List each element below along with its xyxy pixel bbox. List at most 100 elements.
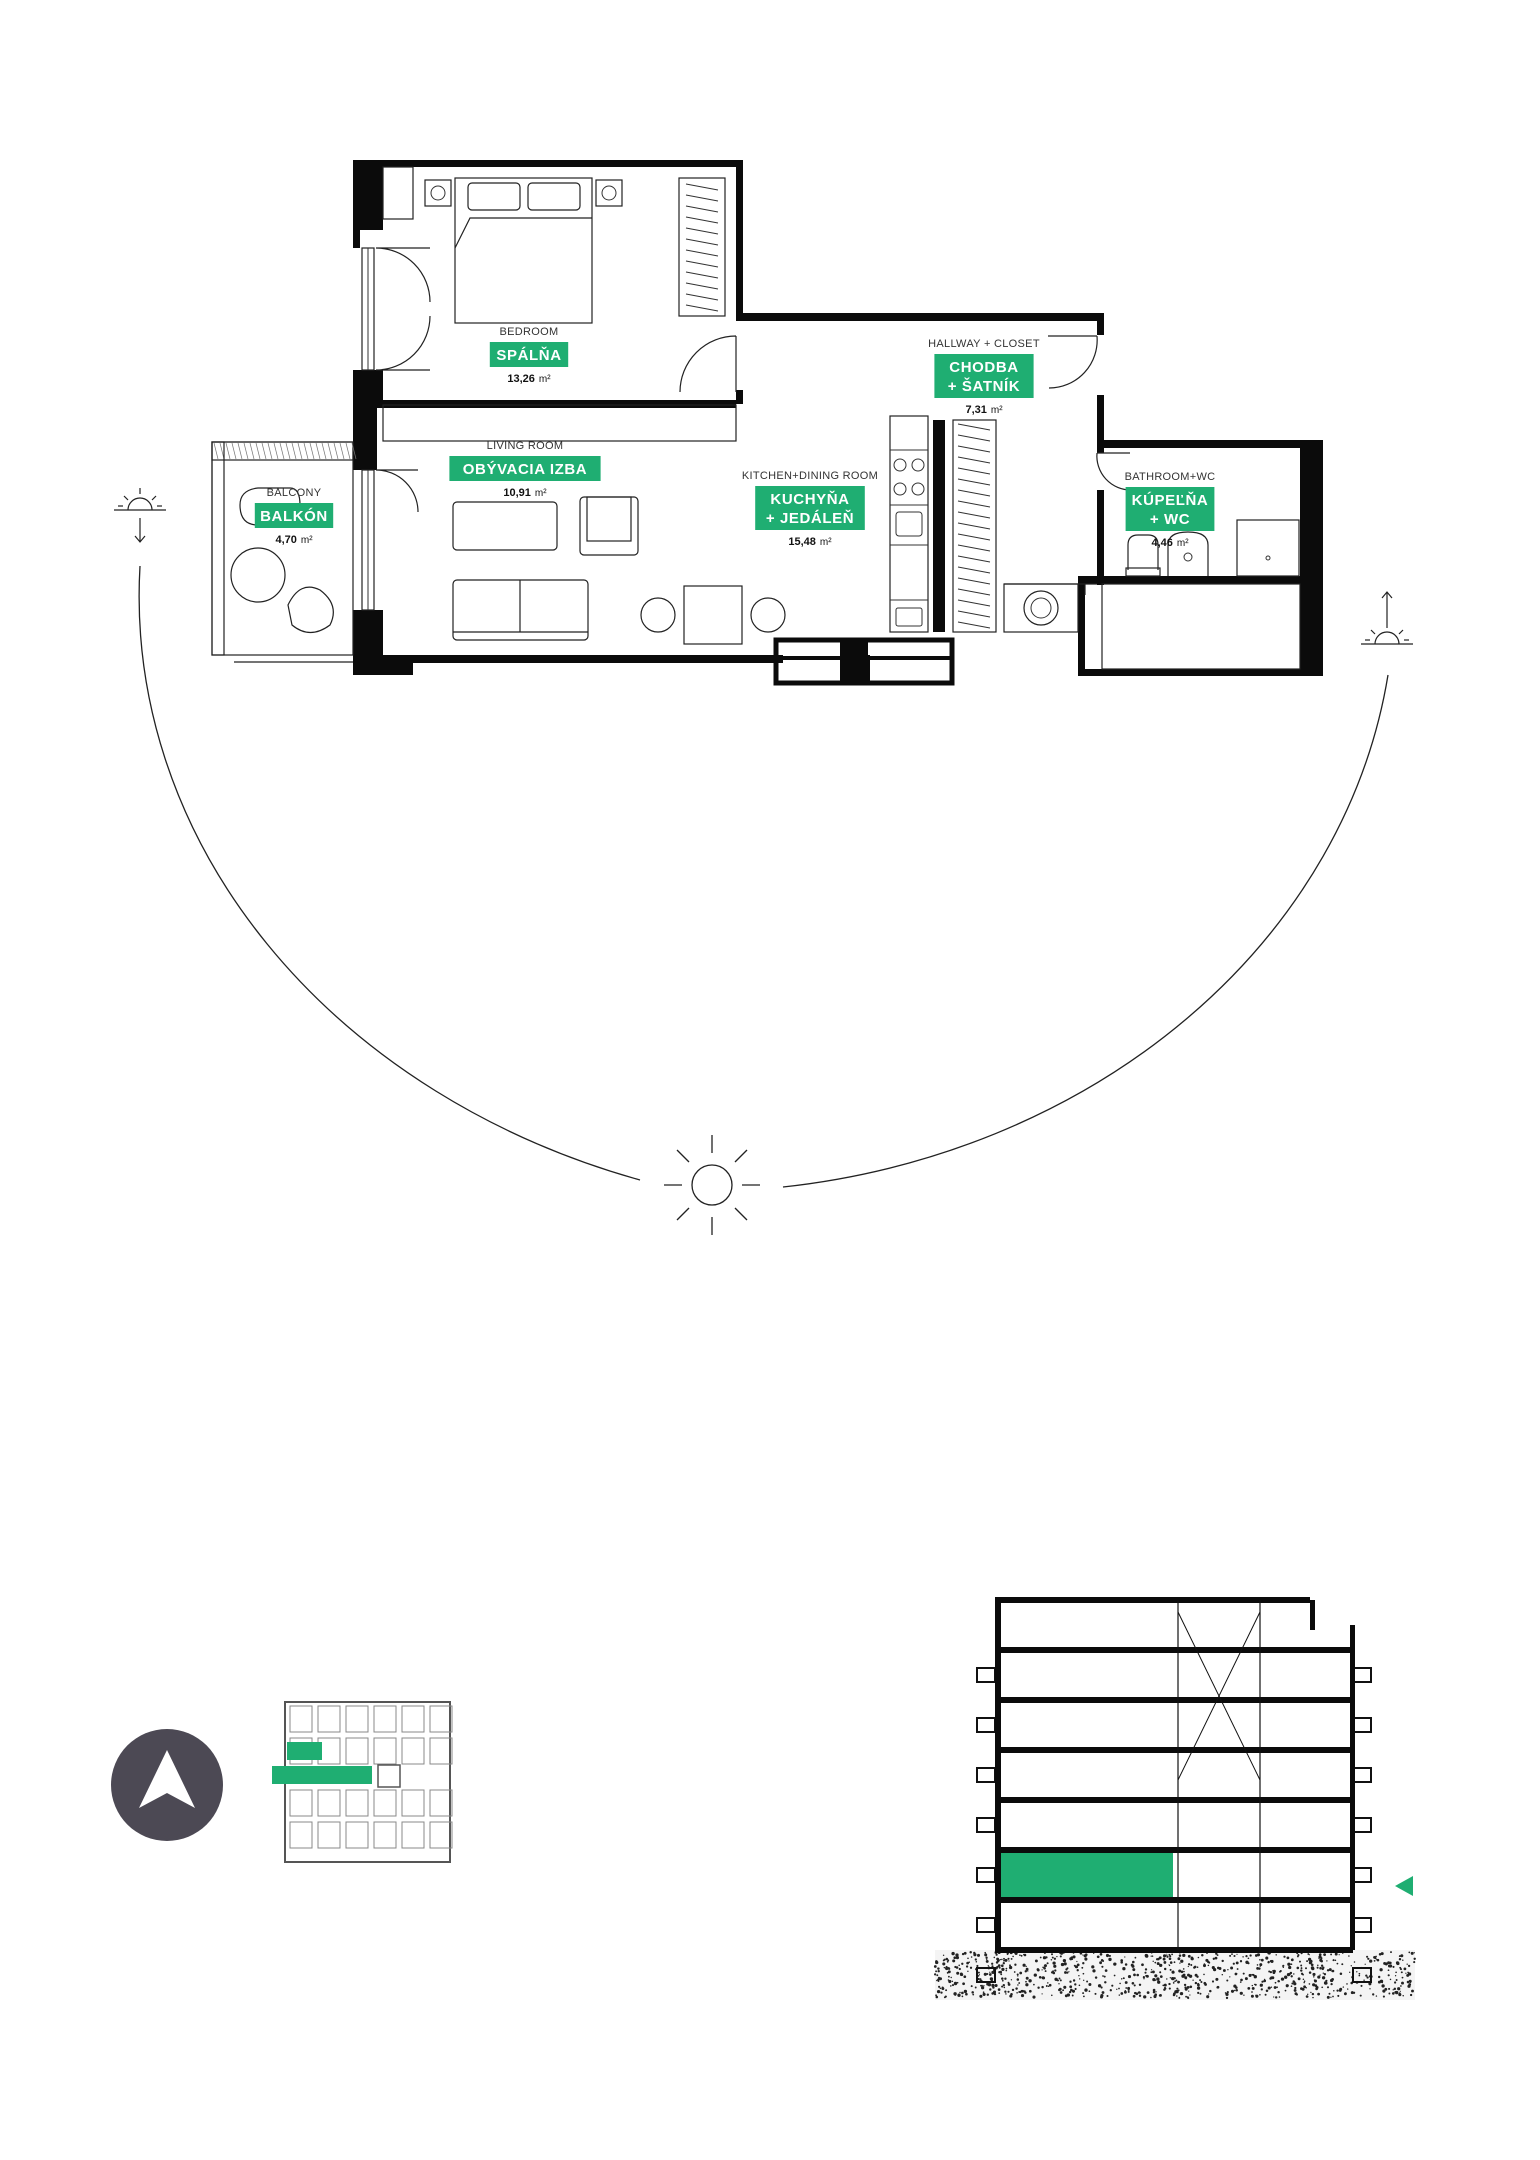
- ground-grain: [1097, 1984, 1102, 1988]
- room-name-en: LIVING ROOM: [487, 440, 564, 452]
- ground-grain: [1277, 1990, 1280, 1994]
- ground-grain: [1063, 1985, 1067, 1989]
- dining-table: [683, 585, 743, 645]
- ground-grain: [1387, 1969, 1390, 1972]
- ground-grain: [1102, 1975, 1104, 1977]
- sunset-icon: [114, 488, 166, 543]
- armchair-seat: [586, 496, 632, 542]
- ground-grain: [1319, 1958, 1323, 1962]
- ground-grain: [1221, 1959, 1224, 1963]
- ground-grain: [945, 1966, 949, 1971]
- ground-grain: [1156, 1977, 1160, 1981]
- ground-grain: [1323, 1953, 1326, 1956]
- ground-grain: [1349, 1971, 1351, 1973]
- ground-grain: [1226, 1979, 1229, 1982]
- ground-grain: [1263, 1979, 1267, 1983]
- ground-grain: [1152, 1960, 1154, 1962]
- ground-grain: [1341, 1963, 1344, 1966]
- key-plan-highlight-lower: [272, 1766, 372, 1784]
- ground-grain: [1104, 1969, 1108, 1972]
- room-name-en: BATHROOM+WC: [1125, 471, 1216, 483]
- ground-grain: [1247, 1962, 1250, 1965]
- ground-grain: [1141, 1963, 1144, 1967]
- ground-grain: [1064, 1994, 1068, 1998]
- sun-path: [114, 488, 1413, 1235]
- ground-grain: [969, 1966, 973, 1969]
- ground-grain: [1196, 1975, 1199, 1978]
- ground-grain: [1330, 1953, 1333, 1956]
- ground-grain: [1017, 1975, 1019, 1977]
- ground-grain: [1187, 1965, 1189, 1968]
- ground-grain: [1007, 1983, 1011, 1986]
- room-area-value: 15,48: [788, 536, 816, 548]
- ground-grain: [1259, 1994, 1261, 1996]
- ground-grain: [997, 1960, 1000, 1963]
- ground-grain: [1032, 1995, 1036, 1999]
- ground-grain: [1018, 1982, 1021, 1984]
- ground-grain: [969, 1950, 972, 1954]
- ground-grain: [960, 1974, 963, 1976]
- ground-grain: [963, 1989, 968, 1994]
- ground-grain: [1399, 1968, 1403, 1971]
- ground-grain: [1372, 1993, 1375, 1996]
- ground-grain: [1021, 1989, 1025, 1993]
- wall-north-hallway: [736, 313, 1104, 321]
- ground-grain: [1152, 1990, 1156, 1994]
- living-balcony-door: [375, 469, 419, 513]
- ground-grain: [991, 1962, 994, 1965]
- ground-grain: [1071, 1958, 1074, 1961]
- section-slab: [995, 1847, 1353, 1853]
- ground-grain: [1366, 1976, 1369, 1979]
- ground-grain: [1013, 1971, 1016, 1973]
- entrance-door: [1048, 335, 1098, 389]
- ground-grain: [1169, 1977, 1172, 1979]
- ground-grain: [1227, 1969, 1229, 1971]
- key-plan-unit: [317, 1821, 341, 1849]
- ground-grain: [951, 1951, 955, 1956]
- ground-grain: [1135, 1992, 1139, 1996]
- ground-grain: [1310, 1963, 1314, 1967]
- ground-grain: [1082, 1995, 1085, 1998]
- ground-grain: [1305, 1967, 1307, 1970]
- ground-grain: [1392, 1965, 1395, 1968]
- ground-grain: [1020, 1994, 1025, 1998]
- rail-hatch-line: [297, 442, 303, 460]
- ground-grain: [1088, 1990, 1091, 1993]
- room-area-unit: m²: [820, 537, 832, 548]
- ground-grain: [1397, 1987, 1401, 1991]
- ground-grain: [1255, 1994, 1257, 1997]
- ground-grain: [1071, 1989, 1076, 1993]
- ground-grain: [1003, 1959, 1005, 1962]
- ground-grain: [1353, 1961, 1356, 1963]
- ground-grain: [1199, 1992, 1202, 1995]
- ground-grain: [1028, 1989, 1032, 1993]
- rail-hatch-line: [273, 442, 279, 460]
- ground-grain: [944, 1995, 947, 1998]
- ground-grain: [1314, 1984, 1318, 1987]
- ground-grain: [1398, 1955, 1401, 1958]
- section-slab: [995, 1647, 1350, 1653]
- ground-grain: [1273, 1986, 1277, 1989]
- ground-grain: [1239, 1960, 1243, 1963]
- ground-grain: [1133, 1984, 1136, 1987]
- section-balcony-right: [1352, 1917, 1372, 1933]
- ground-grain: [1131, 1964, 1135, 1968]
- rail-hatch-line: [345, 442, 351, 460]
- ground-grain: [1127, 1986, 1131, 1990]
- ground-grain: [935, 1994, 938, 1997]
- ground-grain: [1006, 1953, 1009, 1956]
- ground-grain: [1402, 1995, 1404, 1997]
- ground-grain: [1358, 1974, 1361, 1977]
- ground-grain: [1060, 1952, 1063, 1955]
- toilet-tank: [1125, 567, 1161, 577]
- ground-grain: [1308, 1983, 1311, 1985]
- ground-grain: [1069, 1985, 1073, 1989]
- ground-grain: [983, 1985, 985, 1987]
- ground-grain: [1053, 1957, 1057, 1960]
- ground-grain: [1243, 1994, 1245, 1996]
- ground-grain: [1187, 1963, 1191, 1966]
- ground-grain: [958, 1967, 961, 1971]
- room-area-unit: m²: [1177, 538, 1189, 549]
- ground-grain: [1259, 1983, 1263, 1987]
